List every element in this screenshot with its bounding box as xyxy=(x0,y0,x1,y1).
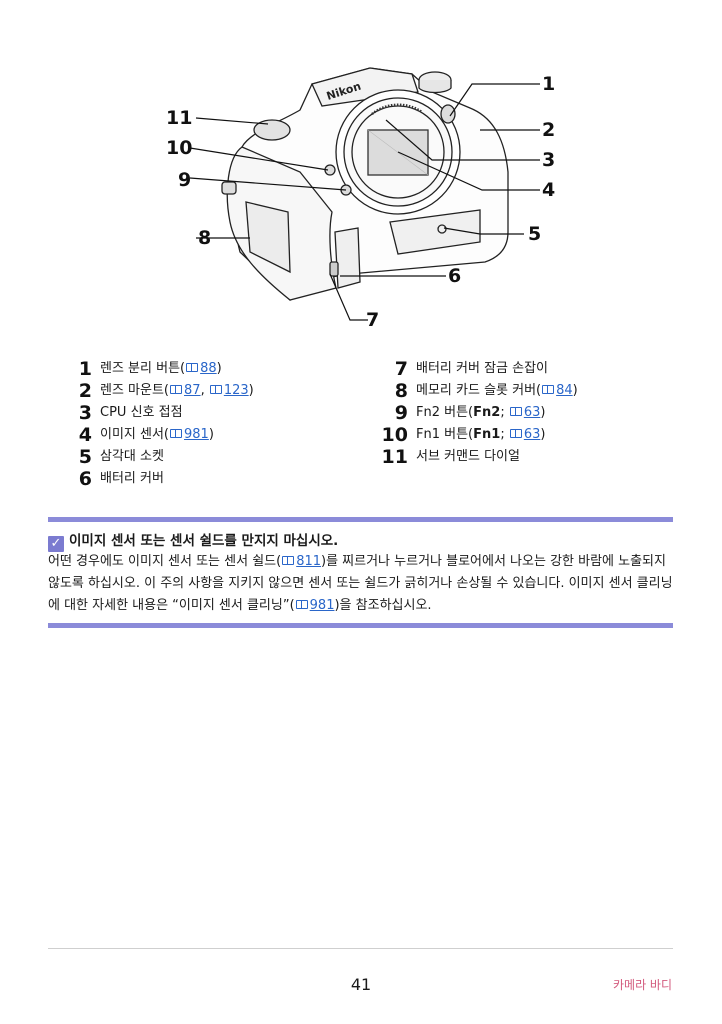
legend-number: 6 xyxy=(78,468,92,490)
callout-5: 5 xyxy=(528,223,542,245)
legend-label: Fn2 버튼( xyxy=(416,405,474,420)
legend-number: 7 xyxy=(394,358,408,380)
note-bottom-rule xyxy=(48,623,673,628)
legend-label: 렌즈 마운트( xyxy=(100,383,170,398)
page-ref-link[interactable]: 123 xyxy=(209,383,249,398)
page-ref-link[interactable]: 63 xyxy=(509,427,540,442)
page-ref-link[interactable]: 981 xyxy=(295,598,334,613)
legend-label: 배터리 커버 잠금 손잡이 xyxy=(416,361,548,376)
camera-front-illustration: Nikon xyxy=(189,67,540,321)
callout-2: 2 xyxy=(542,119,556,141)
legend-label: 이미지 센서( xyxy=(100,427,170,442)
book-icon xyxy=(186,363,199,372)
page-ref-link[interactable]: 87 xyxy=(169,383,201,398)
button-name: Fn1 xyxy=(473,427,501,442)
book-icon xyxy=(509,407,522,416)
legend-number: 1 xyxy=(78,358,92,380)
book-icon xyxy=(282,556,295,565)
legend-item: 2 렌즈 마운트(87, 123) xyxy=(52,380,372,402)
callout-4: 4 xyxy=(542,179,556,201)
legend-item: 7 배터리 커버 잠금 손잡이 xyxy=(368,358,688,380)
callout-3: 3 xyxy=(542,149,556,171)
page-ref-link[interactable]: 811 xyxy=(281,554,321,569)
legend-label: 메모리 카드 슬롯 커버( xyxy=(416,383,542,398)
legend-number: 4 xyxy=(78,424,92,446)
legend-label: Fn1 버튼( xyxy=(416,427,474,442)
legend-number: 10 xyxy=(381,424,408,446)
note-body: 어떤 경우에도 이미지 센서 또는 센서 쉴드(811)를 찌르거나 누르거나 … xyxy=(48,554,673,613)
legend-label: CPU 신호 접점 xyxy=(100,405,183,420)
legend-item: 11 서브 커맨드 다이얼 xyxy=(368,446,688,468)
book-icon xyxy=(170,429,183,438)
legend-number: 11 xyxy=(381,446,408,468)
legend-item: 5 삼각대 소켓 xyxy=(52,446,372,468)
callout-1: 1 xyxy=(542,73,556,95)
callout-6: 6 xyxy=(448,265,462,287)
page-ref-link[interactable]: 84 xyxy=(541,383,573,398)
page-ref-link[interactable]: 63 xyxy=(509,405,540,420)
legend-item: 3 CPU 신호 접점 xyxy=(52,402,372,424)
legend-item: 4 이미지 센서(981) xyxy=(52,424,372,446)
legend-label: 서브 커맨드 다이얼 xyxy=(416,449,520,464)
callout-10: 10 xyxy=(166,137,193,159)
page-ref-link[interactable]: 981 xyxy=(169,427,209,442)
note-top-rule xyxy=(48,517,673,522)
callout-7: 7 xyxy=(366,309,380,331)
legend-label: 배터리 커버 xyxy=(100,471,164,486)
callout-8: 8 xyxy=(198,227,212,249)
checkmark-icon: ✓ xyxy=(48,536,64,552)
book-icon xyxy=(295,600,308,609)
book-icon xyxy=(509,429,522,438)
legend-item: 8 메모리 카드 슬롯 커버(84) xyxy=(368,380,688,402)
page-number: 41 xyxy=(350,975,372,994)
legend-item: 10 Fn1 버튼(Fn1; 63) xyxy=(368,424,688,446)
legend-item: 9 Fn2 버튼(Fn2; 63) xyxy=(368,402,688,424)
button-name: Fn2 xyxy=(473,405,501,420)
legend-item: 6 배터리 커버 xyxy=(52,468,372,490)
legend-number: 3 xyxy=(78,402,92,424)
legend-item: 1 렌즈 분리 버튼(88) xyxy=(52,358,372,380)
legend-right: 7 배터리 커버 잠금 손잡이 8 메모리 카드 슬롯 커버(84) 9 Fn2… xyxy=(368,358,688,468)
legend-number: 8 xyxy=(394,380,408,402)
legend-label: 렌즈 분리 버튼( xyxy=(100,361,186,376)
section-name[interactable]: 카메라 바디 xyxy=(612,978,672,992)
page-ref-link[interactable]: 88 xyxy=(185,361,217,376)
note-title: ✓이미지 센서 또는 센서 쉴드를 만지지 마십시오. xyxy=(48,531,338,552)
book-icon xyxy=(209,385,222,394)
legend-left: 1 렌즈 분리 버튼(88) 2 렌즈 마운트(87, 123) 3 CPU 신… xyxy=(52,358,372,490)
camera-body-figure: Nikon 1 2 3 4 5 6 7 8 9 10 11 xyxy=(150,62,570,340)
legend-number: 9 xyxy=(394,402,408,424)
book-icon xyxy=(170,385,183,394)
legend-label: 삼각대 소켓 xyxy=(100,449,164,464)
legend-number: 5 xyxy=(78,446,92,468)
callout-9: 9 xyxy=(178,169,192,191)
book-icon xyxy=(542,385,555,394)
callout-11: 11 xyxy=(166,107,193,129)
legend-number: 2 xyxy=(78,380,92,402)
footer-rule xyxy=(48,948,673,949)
